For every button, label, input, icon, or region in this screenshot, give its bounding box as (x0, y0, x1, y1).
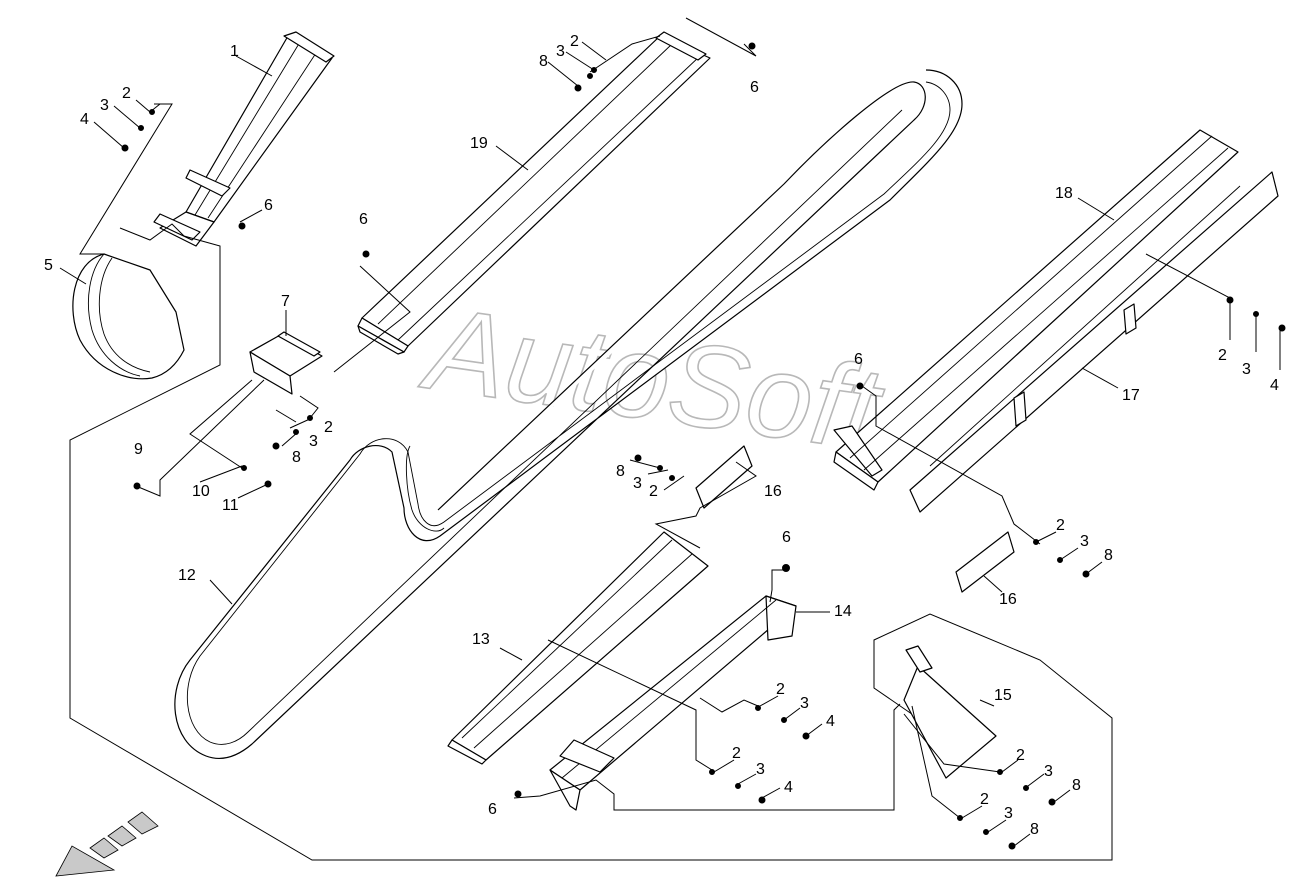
callout-4: 4 (1270, 377, 1279, 394)
part-1-channel (153, 31, 335, 247)
callout-2: 2 (1016, 747, 1025, 764)
callout-8: 8 (616, 463, 625, 480)
part-7-bracket (249, 331, 323, 395)
callout-13: 13 (472, 631, 490, 648)
callout-8: 8 (1030, 821, 1039, 838)
callout-14: 14 (834, 603, 852, 620)
callout-6: 6 (750, 79, 759, 96)
callout-2: 2 (1218, 347, 1227, 364)
callout-3: 3 (1080, 533, 1089, 550)
callout-12: 12 (178, 567, 196, 584)
part-15-gusset (903, 645, 997, 779)
callout-8: 8 (292, 449, 301, 466)
callout-2: 2 (776, 681, 785, 698)
callout-6: 6 (854, 351, 863, 368)
callout-5: 5 (44, 257, 53, 274)
callout-2: 2 (324, 419, 333, 436)
callout-16: 16 (999, 591, 1017, 608)
callout-1: 1 (230, 43, 239, 60)
callout-16: 16 (764, 483, 782, 500)
callout-3: 3 (633, 475, 642, 492)
callout-4: 4 (80, 111, 89, 128)
part-12-belt (174, 69, 963, 759)
callout-18: 18 (1055, 185, 1073, 202)
callout-11: 11 (222, 497, 239, 514)
callout-9: 9 (134, 441, 143, 458)
callout-2: 2 (732, 745, 741, 762)
callout-4: 4 (784, 779, 793, 796)
callout-3: 3 (1004, 805, 1013, 822)
callout-labels: 1 2 3 4 5 6 7 2 3 8 9 10 11 12 2 3 8 6 1… (44, 33, 1279, 838)
callout-8: 8 (1104, 547, 1113, 564)
callout-2: 2 (649, 483, 658, 500)
part-16-plate-lower (955, 531, 1015, 593)
front-direction-arrow-icon (55, 811, 159, 877)
callout-19: 19 (470, 135, 488, 152)
assembly-boundary-line (69, 352, 1113, 861)
callout-6: 6 (359, 211, 368, 228)
part-18-channel (833, 129, 1239, 491)
callout-6: 6 (488, 801, 497, 818)
callout-7: 7 (281, 293, 290, 310)
callout-8: 8 (1072, 777, 1081, 794)
part-19-channel (357, 31, 711, 355)
callout-3: 3 (100, 97, 109, 114)
callout-8: 8 (539, 53, 548, 70)
callout-6: 6 (782, 529, 791, 546)
callout-3: 3 (556, 43, 565, 60)
callout-3: 3 (1242, 361, 1251, 378)
part-5-shield (72, 253, 185, 380)
part-16-plate-upper (695, 445, 753, 509)
callout-6: 6 (264, 197, 273, 214)
callout-3: 3 (309, 433, 318, 450)
callout-4: 4 (826, 713, 835, 730)
callout-3: 3 (756, 761, 765, 778)
callout-2: 2 (1056, 517, 1065, 534)
callout-15: 15 (994, 687, 1012, 704)
callout-10: 10 (192, 483, 210, 500)
part-13-channel (447, 531, 709, 765)
callout-17: 17 (1122, 387, 1140, 404)
callout-3: 3 (800, 695, 809, 712)
part-17-side-panel (909, 171, 1279, 513)
callout-2: 2 (980, 791, 989, 808)
hardware-fasteners (121, 42, 1286, 850)
callout-2: 2 (122, 85, 131, 102)
callout-3: 3 (1044, 763, 1053, 780)
callout-2: 2 (570, 33, 579, 50)
part-14-channel (549, 595, 797, 811)
